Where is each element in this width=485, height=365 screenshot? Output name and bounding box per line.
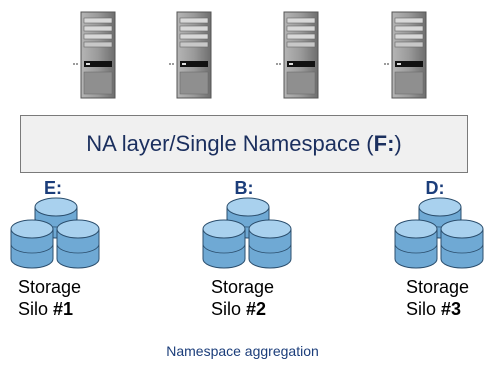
silo-drive-letter: D: [425,178,445,198]
silo-number: #2 [246,299,267,319]
silo-number: #3 [441,299,462,319]
server-icon [383,10,433,100]
server-icon [275,10,325,100]
silo-caption-line1: Storage [406,277,470,297]
disk-stack-icon [392,195,485,273]
server-icon [168,10,218,100]
silo-caption-line1: Storage [18,277,82,297]
silo-caption-line1: Storage [211,277,275,297]
disk-stack-icon [8,195,104,273]
silo-number: #1 [53,299,74,319]
na-layer-label-prefix: NA layer/Single Namespace ( [86,131,374,156]
na-layer-drive: F: [373,131,395,156]
silo-caption-prefix: Silo [18,299,54,319]
silo-caption: Storage Silo #2 [211,276,301,320]
silo-caption: Storage Silo #3 [406,276,485,320]
server-icon [72,10,122,100]
silo-drive-letter: B: [234,178,254,198]
na-layer-label-suffix: ) [394,131,402,156]
silo-drive-letter: E: [44,178,62,198]
silo-caption: Storage Silo #1 [18,276,108,320]
silo-caption-prefix: Silo [211,299,247,319]
silo-caption-prefix: Silo [406,299,442,319]
disk-stack-icon [200,195,296,273]
diagram-caption: Namespace aggregation [166,343,319,359]
na-layer-box: NA layer/Single Namespace (F:) [20,115,468,173]
